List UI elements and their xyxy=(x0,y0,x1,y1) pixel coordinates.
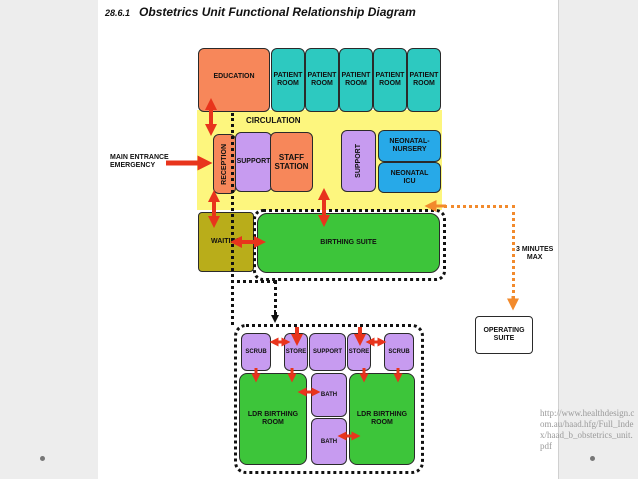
diagram-number: 28.6.1 xyxy=(105,8,131,18)
neonatal-nursery-box: NEONATAL- NURSERY xyxy=(378,130,441,162)
patient-room-3: PATIENT ROOM xyxy=(339,48,373,112)
patient-room-4: PATIENT ROOM xyxy=(373,48,407,112)
main-entrance-label: MAIN ENTRANCE EMERGENCY xyxy=(110,154,169,169)
diagram-title-text: Obstetrics Unit Functional Relationship … xyxy=(139,5,416,19)
neonatal-icu-box: NEONATAL ICU xyxy=(378,162,441,193)
operating-dotted-horizontal xyxy=(444,205,515,208)
waiting-dotted-path xyxy=(231,280,276,283)
staff-station-box: STAFF STATION xyxy=(270,132,313,192)
circulation-dotted-path xyxy=(231,113,234,325)
three-minutes-label: 3 MINUTES MAX xyxy=(516,246,554,261)
scrub-right-box: SCRUB xyxy=(384,333,414,371)
ldr-cluster-outline xyxy=(234,324,424,474)
slide-dot-right xyxy=(590,456,595,461)
support-vertical-box: SUPPORT xyxy=(341,130,376,192)
support-small-box: SUPPORT xyxy=(309,333,346,371)
source-url[interactable]: http://www.healthdesign.com.au/haad.hfg/… xyxy=(540,408,635,451)
ldr-dotted-path xyxy=(274,280,277,316)
circulation-label: CIRCULATION xyxy=(246,116,301,125)
operating-suite-box: OPERATING SUITE xyxy=(475,316,533,354)
slide-border-right xyxy=(558,0,559,479)
patient-room-1: PATIENT ROOM xyxy=(271,48,305,112)
patient-room-2: PATIENT ROOM xyxy=(305,48,339,112)
operating-dotted-vertical xyxy=(512,205,515,305)
slide-dot-left xyxy=(40,456,45,461)
bath-lower-box: BATH xyxy=(311,418,347,465)
ldr-birthing-room-right: LDR BIRTHING ROOM xyxy=(349,373,415,465)
patient-room-5: PATIENT ROOM xyxy=(407,48,441,112)
support-box: SUPPORT xyxy=(235,132,272,192)
diagram-title: 28.6.1 Obstetrics Unit Functional Relatio… xyxy=(105,5,416,19)
ldr-birthing-room-left: LDR BIRTHING ROOM xyxy=(239,373,307,465)
